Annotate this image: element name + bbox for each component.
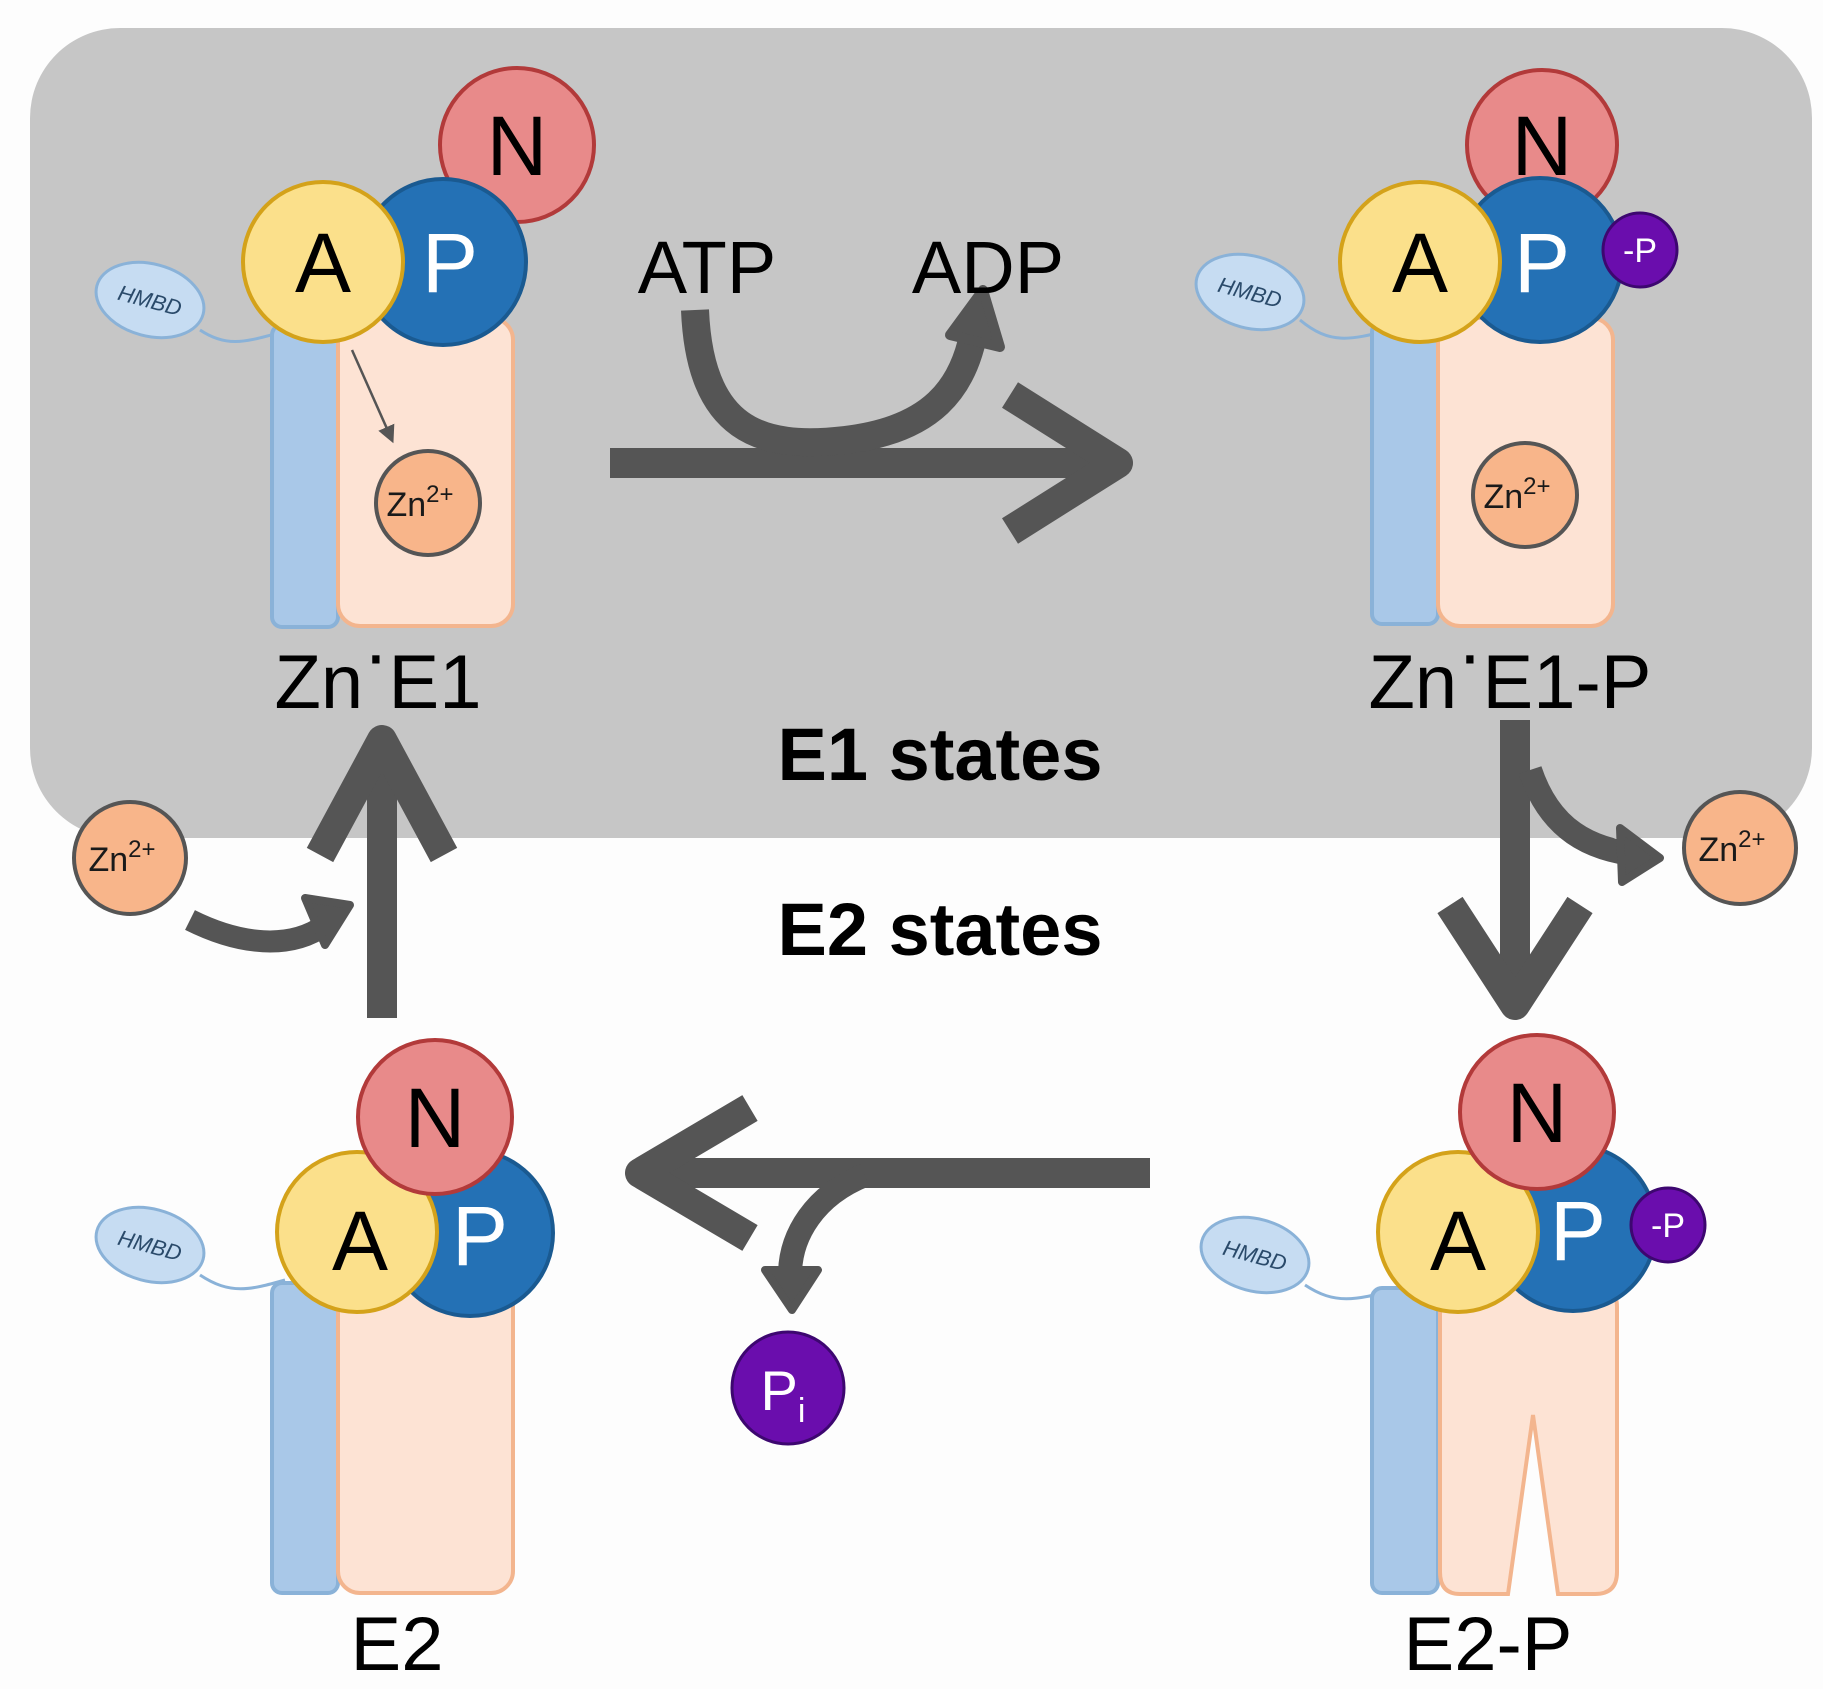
hmbd-domain [1194, 252, 1306, 332]
a-domain [241, 180, 405, 344]
zinc-ion-label: Zn2+ [386, 481, 453, 524]
n-domain-label: N [487, 99, 548, 193]
p-domain-label: P [422, 216, 478, 310]
phosphate-label: Pi [761, 1359, 806, 1430]
state-label-e2-p: E2-P [1404, 1602, 1573, 1687]
zinc-binding-head [301, 894, 354, 949]
arrow-head [1002, 382, 1133, 544]
state-zn-e1-p: HMBD N P -P A Zn2+ Zn·E1-P [1194, 68, 1679, 725]
state-e2: HMBD P A N E2 [94, 1038, 555, 1687]
a-domain [275, 1150, 439, 1314]
phospho-group [1601, 211, 1679, 289]
n-domain-label: N [405, 1071, 466, 1165]
a-domain-label: A [332, 1194, 388, 1288]
hmbd-domain [1199, 1215, 1311, 1295]
phosphate-ion [730, 1330, 846, 1446]
arrow-e1-phosphorylation: ATP ADP [610, 226, 1133, 544]
released-zinc-label: Zn2+ [1698, 826, 1765, 869]
zinc-ion [1471, 441, 1579, 549]
arrow-zinc-binding: Zn2+ [72, 725, 458, 1018]
tm-helix [270, 1281, 340, 1595]
a-domain [1338, 180, 1502, 344]
e2-states-label: E2 states [778, 888, 1103, 971]
pi-release-head [761, 1266, 822, 1314]
hmbd-domain [94, 1205, 206, 1285]
phospho-group-label: -P [1623, 232, 1657, 270]
hmbd-linker [199, 1273, 286, 1291]
hmbd-domain [94, 260, 206, 340]
incoming-zinc-label: Zn2+ [88, 836, 155, 879]
a-domain-label: A [1392, 216, 1448, 310]
a-domain [1376, 1150, 1540, 1314]
arrow-head [306, 725, 458, 863]
phospho-group [1629, 1186, 1707, 1264]
arrow-dephosphorylation: Pi [625, 1095, 1150, 1446]
tm-helix [270, 323, 340, 629]
zinc-ion-label: Zn2+ [1483, 473, 1550, 516]
arrow-head [625, 1095, 758, 1251]
atp-to-adp-curve [681, 309, 989, 457]
p-domain-label: P [452, 1189, 508, 1283]
a-domain-label: A [295, 216, 351, 310]
a-domain-label: A [1430, 1194, 1486, 1288]
adp-arrow-head [945, 285, 1005, 352]
state-e2-p: HMBD P -P A N E2-P [1199, 1033, 1707, 1687]
zinc-ion [374, 449, 482, 557]
state-label-zn-e1: Zn·E1 [275, 612, 482, 725]
n-domain [356, 1038, 514, 1196]
incoming-zinc-ion [72, 800, 188, 916]
tm-helix [1370, 320, 1440, 626]
e1-states-label: E1 states [778, 713, 1103, 796]
released-zinc-ion [1682, 790, 1798, 906]
state-label-e2: E2 [351, 1602, 444, 1687]
adp-label: ADP [912, 226, 1064, 309]
tm-body [336, 1281, 515, 1595]
zinc-release-head [1616, 824, 1664, 886]
p-domain-label: P [1514, 216, 1570, 310]
zinc-binding-curve [185, 910, 332, 953]
arrow-head [1437, 896, 1593, 1020]
state-zn-e1: HMBD N P A Zn2+ Zn·E1 [94, 66, 596, 725]
zinc-entry-arrow [350, 349, 395, 444]
pi-release-curve [778, 1163, 870, 1276]
n-domain [1458, 1033, 1616, 1191]
phospho-group-label: -P [1651, 1207, 1685, 1245]
n-domain-label: N [1507, 1066, 1568, 1160]
arrow-zinc-release: Zn2+ [1437, 720, 1798, 1020]
state-label-zn-e1-p: Zn·E1-P [1369, 612, 1652, 725]
p-domain-label: P [1550, 1184, 1606, 1278]
tm-helix [1370, 1286, 1440, 1595]
atp-label: ATP [638, 226, 776, 309]
